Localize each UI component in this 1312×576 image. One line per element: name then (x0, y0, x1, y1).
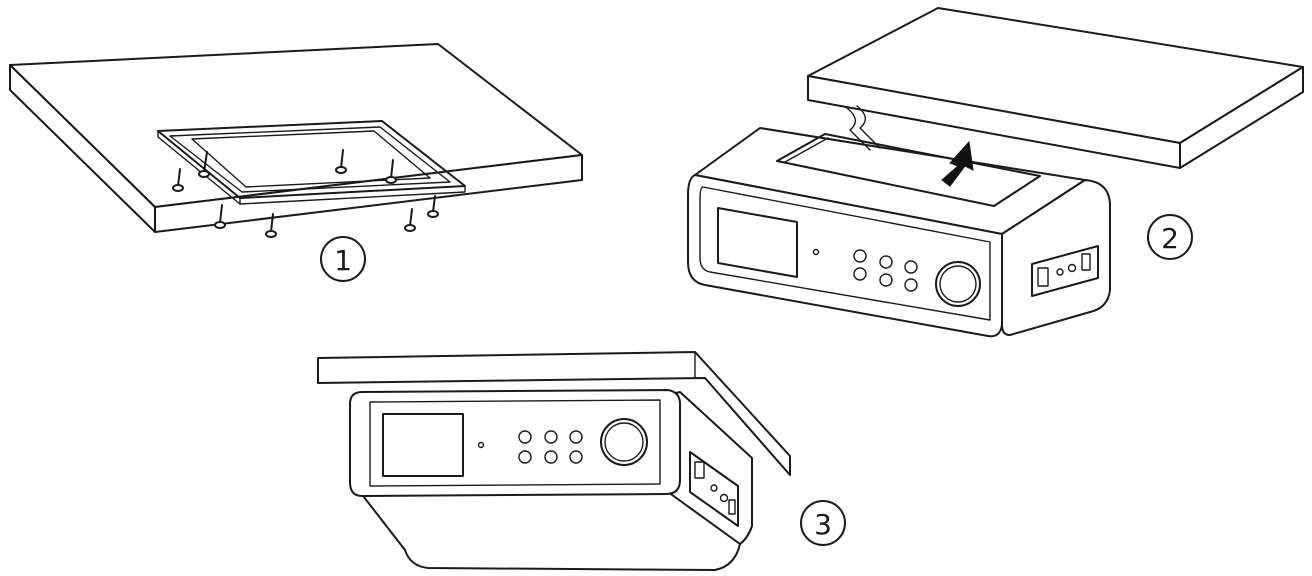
step-1-illustration: 1 (9, 43, 583, 282)
screw-icon (214, 204, 226, 229)
screw-icon (385, 159, 397, 184)
screw-icon (172, 168, 184, 192)
radio-unit (349, 389, 753, 571)
step-2-label: 2 (1161, 222, 1179, 255)
screw-icon (427, 195, 439, 218)
screw-icon (404, 208, 416, 232)
step-1-label: 1 (334, 244, 352, 277)
screw-icon (198, 151, 210, 178)
screw-icon (265, 213, 277, 238)
volume-knob-icon (935, 261, 981, 307)
step-2-marker: 2 (1147, 214, 1193, 260)
screw-icon (335, 149, 347, 174)
screws (172, 149, 439, 238)
step-1-marker: 1 (320, 236, 366, 282)
step-3-illustration: 3 (317, 351, 846, 571)
arrow-up-icon (941, 140, 974, 187)
step-3-label: 3 (814, 508, 832, 541)
cabinet-shelf (9, 43, 583, 233)
step-3-marker: 3 (800, 500, 846, 546)
cabinet-shelf (317, 351, 791, 476)
radio-unit (687, 105, 1111, 338)
mounting-bracket (157, 120, 466, 205)
step-2-illustration: 2 (687, 7, 1304, 338)
volume-knob-icon (600, 418, 648, 466)
cabinet-shelf (807, 7, 1304, 169)
